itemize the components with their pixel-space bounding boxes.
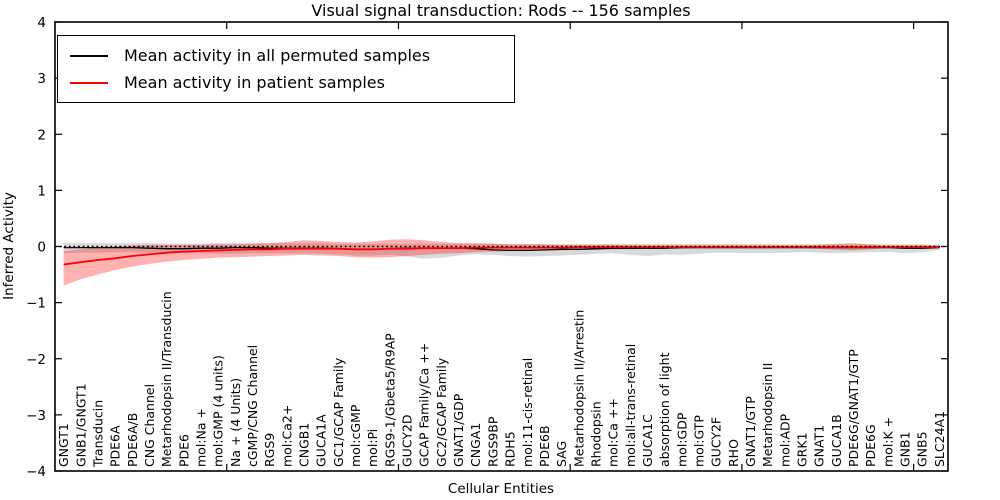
x-category-label: Rhodopsin bbox=[589, 401, 604, 467]
legend-label-patient: Mean activity in patient samples bbox=[124, 73, 385, 92]
x-category-label: GNAT1/GDP bbox=[451, 393, 466, 467]
x-category-label: GC1/GCAP Family bbox=[331, 357, 346, 467]
x-category-label: SAG bbox=[554, 441, 569, 467]
x-category-label: mol:Ca2+ bbox=[279, 405, 294, 467]
x-category-label: RGS9-1/Gbeta5/R9AP bbox=[382, 333, 397, 467]
patient-line-icon bbox=[70, 81, 108, 84]
x-category-label: mol:cGMP bbox=[348, 404, 363, 467]
x-category-label: mol:K + bbox=[880, 417, 895, 467]
patient-mean-line bbox=[63, 246, 940, 266]
y-tick-label: 2 bbox=[37, 127, 46, 143]
x-category-label: mol:ADP bbox=[777, 413, 792, 467]
chart-title: Visual signal transduction: Rods -- 156 … bbox=[311, 1, 690, 20]
x-category-label: cGMP/CNG Channel bbox=[245, 345, 260, 467]
x-category-label: GUCA1C bbox=[640, 414, 655, 467]
x-category-label: GUCA1A bbox=[314, 414, 329, 467]
x-category-label: mol:all-trans-retinal bbox=[623, 344, 638, 467]
y-tick-label: 3 bbox=[37, 71, 46, 87]
x-category-label: PDE6B bbox=[537, 425, 552, 467]
x-axis-label: Cellular Entities bbox=[448, 481, 554, 497]
legend-entry-permuted: Mean activity in all permuted samples bbox=[70, 42, 506, 69]
x-category-label: RGS9BP bbox=[485, 416, 500, 467]
x-category-label: GNB1/GNGT1 bbox=[73, 383, 88, 467]
y-tick-label: −2 bbox=[26, 352, 46, 368]
x-category-label: mol:Pi bbox=[365, 429, 380, 467]
x-category-label: GNAT1/GTP bbox=[743, 396, 758, 467]
x-category-label: CNGB1 bbox=[297, 423, 312, 467]
x-category-label: GRK1 bbox=[795, 432, 810, 467]
x-category-label: GC2/GCAP Family bbox=[434, 357, 449, 467]
x-category-label: Metarhodopsin II/Arrestin bbox=[571, 310, 586, 467]
x-category-label: mol:GDP bbox=[674, 412, 689, 467]
x-category-label: CNG Channel bbox=[142, 384, 157, 467]
y-tick-label: −3 bbox=[26, 408, 46, 424]
permuted-line-icon bbox=[70, 54, 108, 57]
x-category-label: PDE6A bbox=[108, 425, 123, 467]
legend-label-permuted: Mean activity in all permuted samples bbox=[124, 46, 431, 65]
x-category-label: PDE6 bbox=[176, 434, 191, 467]
x-category-label: RGS9 bbox=[262, 433, 277, 467]
x-category-label: mol:11-cis-retinal bbox=[520, 358, 535, 467]
x-category-label: Na + (4 Units) bbox=[228, 378, 243, 467]
x-category-label: mol:GTP bbox=[692, 415, 707, 467]
y-tick-label: 1 bbox=[37, 183, 46, 199]
legend-entry-patient: Mean activity in patient samples bbox=[70, 69, 506, 96]
x-category-label: SLC24A1 bbox=[932, 411, 947, 467]
x-category-label: Metarhodopsin II bbox=[760, 363, 775, 467]
x-category-label: Metarhodopsin II/Transducin bbox=[159, 291, 174, 467]
x-category-label: GCAP Family/Ca ++ bbox=[417, 343, 432, 467]
y-tick-label: −4 bbox=[26, 464, 46, 480]
x-category-label: GNGT1 bbox=[56, 423, 71, 467]
x-category-label: mol:Na + bbox=[194, 408, 209, 467]
x-category-label: mol:GMP (4 units) bbox=[211, 355, 226, 467]
x-category-label: PDE6A/B bbox=[125, 413, 140, 467]
x-category-label: GNB5 bbox=[915, 431, 930, 467]
x-category-label: mol:Ca ++ bbox=[606, 398, 621, 467]
x-category-label: GNB1 bbox=[898, 431, 913, 467]
x-category-label: GUCY2F bbox=[709, 417, 724, 467]
x-category-label: PDE6G/GNAT1/GTP bbox=[846, 349, 861, 467]
y-axis-label: Inferred Activity bbox=[1, 192, 17, 300]
x-category-label: PDE6G bbox=[863, 424, 878, 467]
x-category-label: absorption of light bbox=[657, 352, 672, 467]
x-category-label: RHO bbox=[726, 439, 741, 467]
x-category-label: Transducin bbox=[90, 400, 105, 468]
x-category-label: GUCY2D bbox=[400, 414, 415, 467]
x-category-label: RDH5 bbox=[503, 431, 518, 467]
y-tick-label: 4 bbox=[37, 15, 46, 31]
y-tick-label: −1 bbox=[26, 296, 46, 312]
x-category-label: GUCA1B bbox=[829, 414, 844, 467]
y-tick-label: 0 bbox=[37, 240, 46, 256]
x-category-label: GNAT1 bbox=[812, 425, 827, 467]
x-category-label: CNGA1 bbox=[468, 423, 483, 467]
legend: Mean activity in all permuted samples Me… bbox=[57, 35, 515, 103]
patient-confidence-band bbox=[63, 239, 940, 286]
